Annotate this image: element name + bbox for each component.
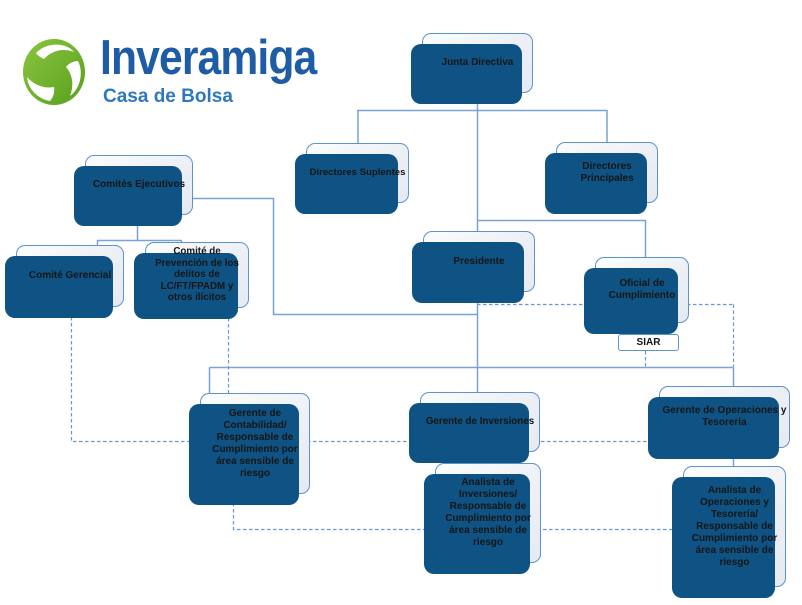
node-siar: SIAR (618, 334, 679, 351)
node-analista-operaciones: Analista de Operaciones y Tesorería/ Res… (672, 466, 786, 598)
node-comite-gerencial: Comité Gerencial (5, 245, 124, 318)
node-junta-directiva: Junta Directiva (411, 33, 533, 104)
node-directores-principales: Directores Principales (545, 142, 658, 214)
node-oficial-cumplimiento: Oficial de Cumplimiento (584, 257, 689, 334)
node-analista-inversiones: Analista de Inversiones/ Responsable de … (424, 463, 541, 574)
node-comite-prevencion: Comité de Prevención de los delitos de L… (134, 242, 249, 319)
brand-logo: Inveramiga Casa de Bolsa (22, 34, 352, 114)
node-comites-ejecutivos: Comités Ejecutivos (74, 155, 193, 226)
node-gerente-operaciones: Gerente de Operaciones y Tesorería (648, 386, 790, 459)
brand-tagline: Casa de Bolsa (103, 86, 233, 107)
inveramiga-logo-icon (23, 39, 85, 105)
node-presidente: Presidente (412, 231, 535, 303)
brand-name: Inveramiga (100, 31, 317, 85)
node-gerente-contabilidad: Gerente de Contabilidad/ Responsable de … (189, 393, 310, 505)
node-gerente-inversiones: Gerente de Inversiones (409, 392, 540, 463)
node-directores-suplentes: Directores Suplentes (295, 143, 409, 214)
